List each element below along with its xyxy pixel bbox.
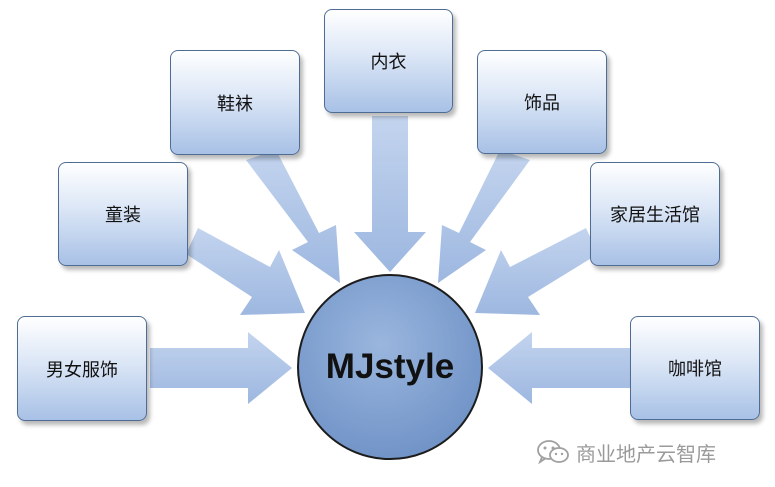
arrow-from-accessories: [438, 150, 530, 283]
category-label-accessories: 饰品: [524, 93, 560, 114]
category-box-shoes-socks: 鞋袜: [170, 50, 300, 155]
category-box-clothing: 男女服饰: [17, 316, 147, 421]
category-box-underwear: 内衣: [324, 9, 453, 113]
watermark: 商业地产云智库: [536, 437, 716, 467]
arrow-from-underwear: [354, 116, 426, 272]
category-box-cafe: 咖啡馆: [630, 316, 760, 420]
category-box-accessories: 饰品: [477, 50, 607, 154]
category-label-clothing: 男女服饰: [46, 359, 118, 381]
category-box-home-living: 家居生活馆: [590, 162, 720, 266]
category-label-home-living: 家居生活馆: [610, 205, 700, 226]
category-label-kidswear: 童装: [105, 205, 141, 226]
category-label-cafe: 咖啡馆: [668, 359, 722, 380]
wechat-icon: [536, 438, 570, 466]
category-label-shoes-socks: 鞋袜: [217, 93, 253, 115]
hub-circle: [297, 274, 483, 460]
arrow-from-shoes-socks: [246, 150, 340, 283]
category-box-kidswear: 童装: [58, 162, 188, 266]
arrow-from-home-living: [475, 228, 598, 315]
arrow-from-clothing: [150, 332, 292, 404]
hub-label: MJstyle: [325, 347, 455, 386]
arrows: [150, 116, 630, 404]
watermark-text: 商业地产云智库: [576, 441, 716, 466]
category-label-underwear: 内衣: [370, 52, 407, 73]
arrow-from-kidswear: [186, 228, 305, 315]
arrow-from-cafe: [488, 332, 630, 404]
